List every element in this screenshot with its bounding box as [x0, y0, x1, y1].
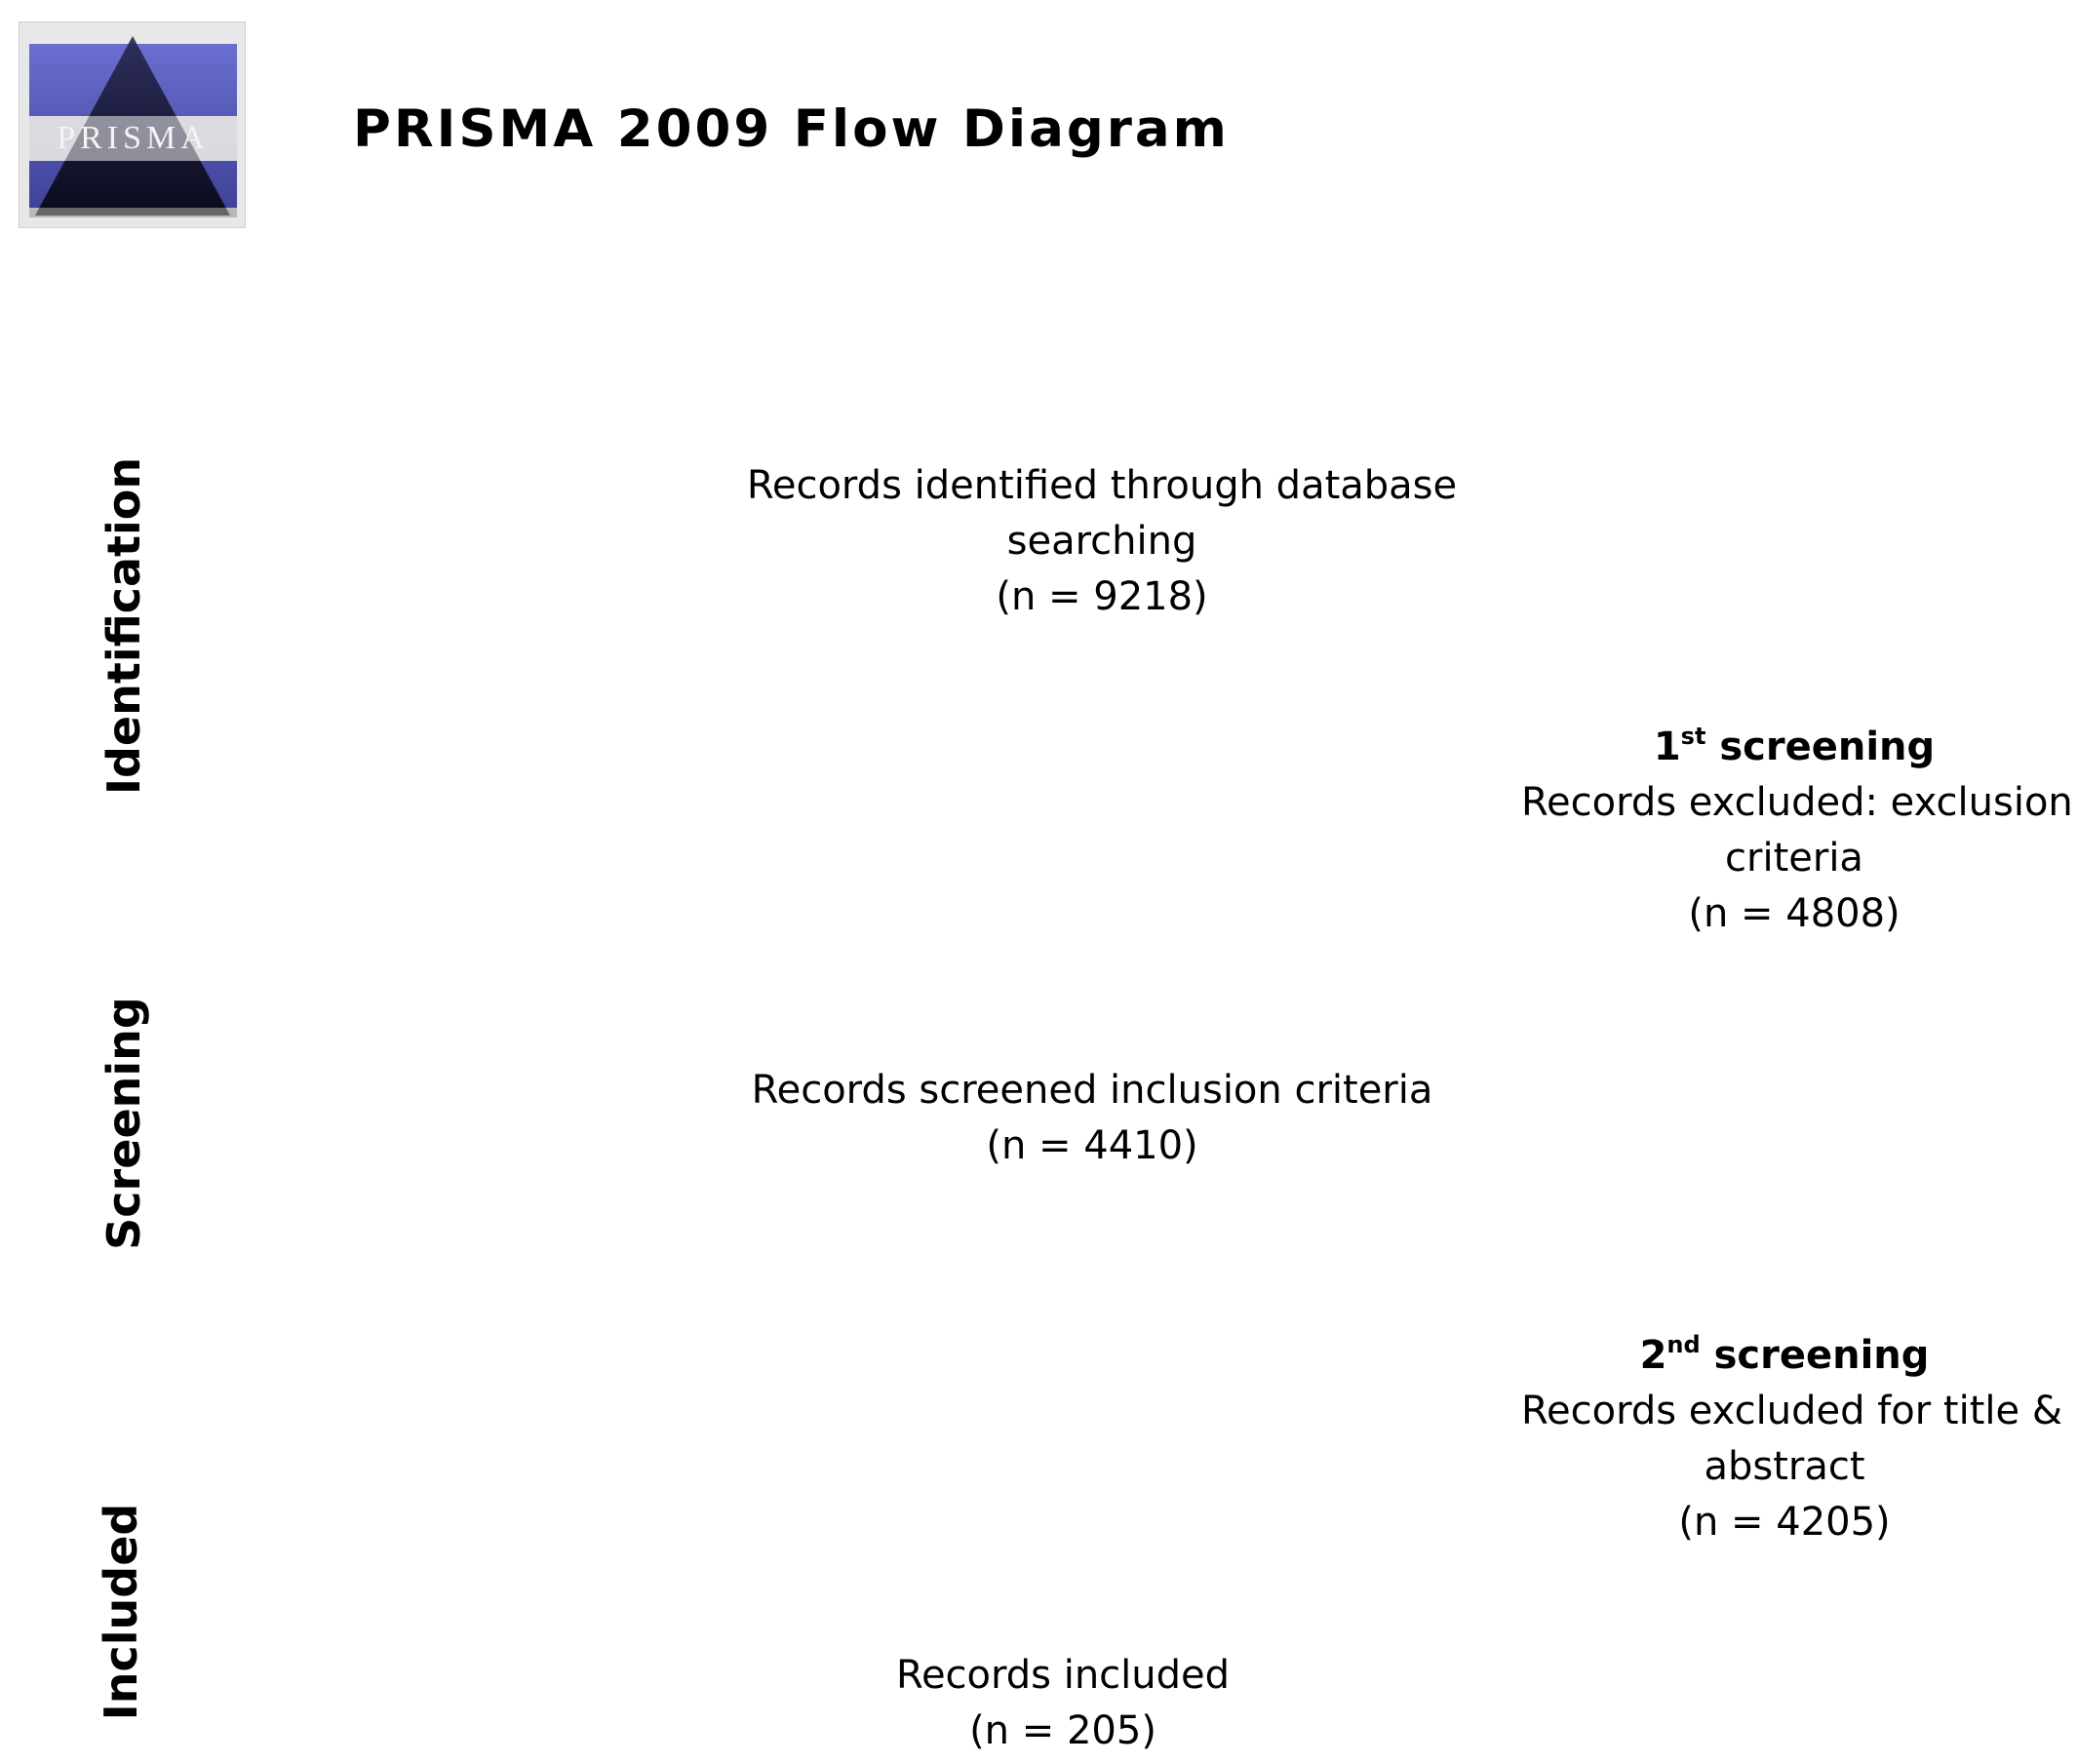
records-included-line1: Records included	[895, 1653, 1231, 1698]
second-screening-line1: Records excluded for title &	[1521, 1389, 2063, 1433]
second-screening-line2: abstract	[1704, 1444, 1865, 1489]
second-screening-heading-ordinal: nd	[1666, 1331, 1701, 1358]
records-screened-count: (n = 4410)	[986, 1123, 1198, 1168]
prisma-logo-text: PRISMA	[57, 120, 210, 156]
phase-label-identification: Identification	[98, 456, 150, 796]
records-identified-line1: Records identified through database	[746, 463, 1458, 508]
records-screened-line1: Records screened inclusion criteria	[751, 1068, 1433, 1113]
second-screening-heading-text: screening	[1700, 1333, 1930, 1378]
first-screening-heading-text: screening	[1705, 725, 1936, 769]
second-screening-heading-number: 2	[1639, 1333, 1667, 1378]
first-screening-line1: Records excluded: exclusion	[1521, 780, 2073, 825]
second-screening-excluded-box: 2nd screening Records excluded for title…	[1521, 1328, 2063, 1550]
prisma-logo: PRISMA	[19, 21, 246, 228]
second-screening-heading: 2nd screening	[1521, 1328, 2048, 1384]
phase-label-screening: Screening	[98, 997, 150, 1250]
page-title: PRISMA 2009 Flow Diagram	[353, 99, 1230, 159]
first-screening-heading-ordinal: st	[1680, 723, 1706, 750]
prisma-logo-graphic	[29, 36, 237, 217]
first-screening-heading-number: 1	[1653, 725, 1681, 769]
phase-label-included: Included	[95, 1503, 147, 1721]
records-included-box: Records included (n = 205)	[858, 1648, 1268, 1759]
first-screening-line2: criteria	[1725, 836, 1863, 881]
records-identified-line2: searching	[1006, 519, 1197, 564]
first-screening-excluded-box: 1st screening Records excluded: exclusio…	[1521, 720, 2073, 942]
first-screening-count: (n = 4808)	[1688, 891, 1901, 936]
second-screening-count: (n = 4205)	[1678, 1500, 1891, 1545]
records-screened-box: Records screened inclusion criteria (n =…	[741, 1063, 1443, 1174]
first-screening-heading: 1st screening	[1521, 720, 2067, 775]
records-identified-count: (n = 9218)	[996, 574, 1208, 619]
records-included-count: (n = 205)	[969, 1708, 1156, 1753]
records-identified-box: Records identified through database sear…	[741, 458, 1463, 625]
